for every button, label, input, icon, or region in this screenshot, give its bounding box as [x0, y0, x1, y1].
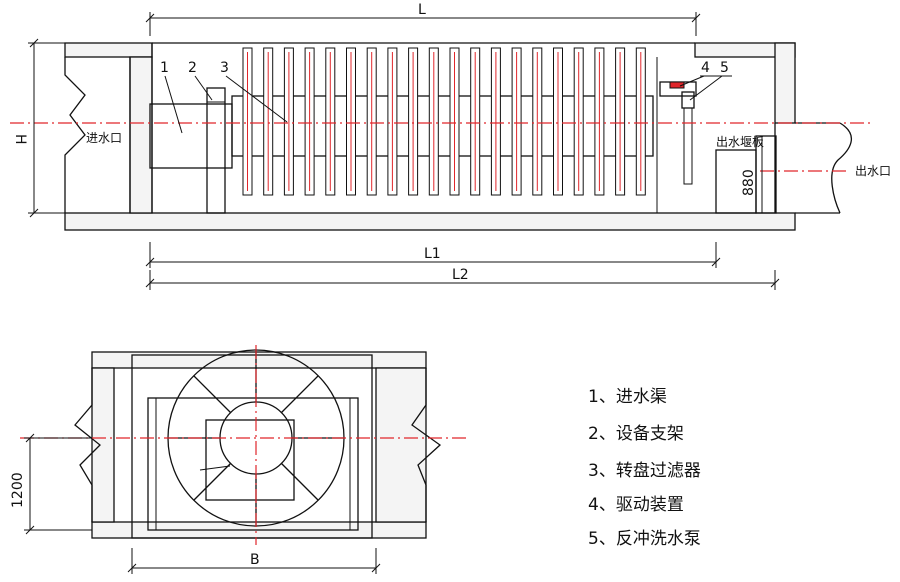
inlet-channel	[149, 103, 233, 169]
callout-4: 4	[701, 60, 710, 76]
legend-item-4: 4、驱动装置	[588, 495, 684, 515]
dim-L1-label: L1	[424, 246, 441, 262]
plan-right-wall	[375, 367, 427, 523]
legend-item-2: 2、设备支架	[588, 424, 684, 444]
dim-880-label: 880	[741, 169, 757, 196]
dim-1200-label: 1200	[10, 472, 26, 508]
plan-view: 1200 B	[10, 345, 470, 574]
right-wall	[774, 42, 796, 124]
dim-L-label: L	[418, 2, 426, 18]
hub-box	[205, 419, 295, 501]
plan-left-wall	[91, 367, 115, 523]
top-slab-left	[64, 42, 153, 58]
callout-3: 3	[220, 60, 229, 76]
inlet-channel-wall	[129, 56, 153, 214]
elevation-view: L H L1 L2 880 进水口 出水口 出水堰板 1 2 3	[10, 2, 891, 290]
dim-H-label: H	[12, 134, 28, 145]
callout-1: 1	[160, 60, 169, 76]
floor-slab	[64, 212, 796, 231]
disc-group	[242, 47, 646, 196]
callout-2: 2	[188, 60, 197, 76]
dim-B-label: B	[250, 552, 260, 568]
callout-5: 5	[720, 60, 729, 76]
plan-tank	[131, 354, 373, 539]
legend-item-5: 5、反冲洗水泵	[588, 529, 701, 549]
backwash-pump	[681, 91, 695, 109]
equipment-support	[206, 87, 226, 214]
outlet-break-line	[831, 122, 852, 214]
plan-top-wall	[91, 351, 427, 369]
dim-L2-label: L2	[452, 267, 469, 283]
weir-label: 出水堰板	[716, 135, 764, 149]
legend-item-1: 1、进水渠	[588, 387, 667, 407]
inlet-break-line	[64, 57, 86, 213]
plan-frame	[147, 397, 359, 531]
legend-item-3: 3、转盘过滤器	[588, 461, 701, 481]
outlet-label: 出水口	[855, 164, 891, 178]
inlet-label: 进水口	[86, 131, 122, 145]
